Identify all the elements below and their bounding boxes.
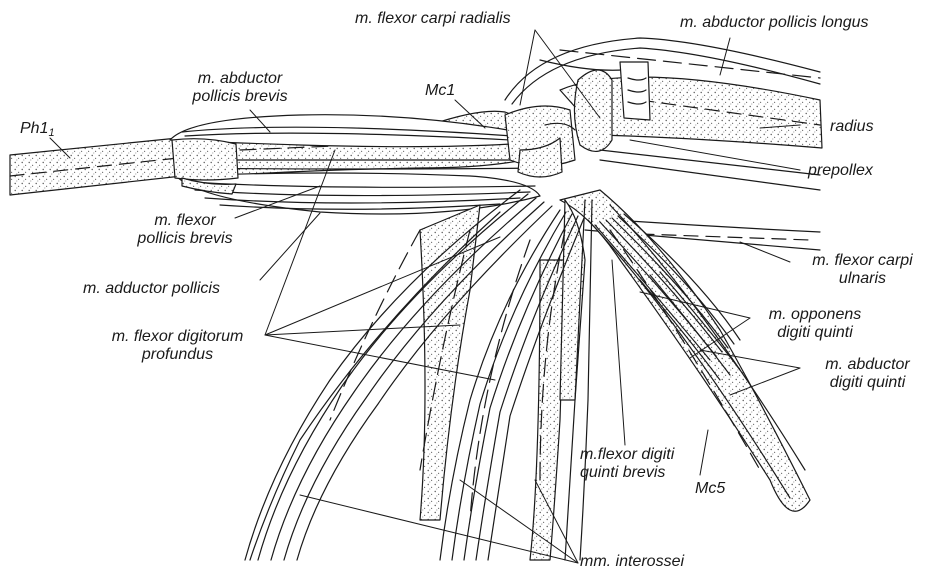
phalanx-ph1	[10, 138, 182, 195]
label-abductor-pollicis-longus: m. abductor pollicis longus	[680, 14, 869, 32]
label-flexor-pollicis-brevis-line1: m. flexor	[100, 212, 270, 230]
label-ph1-sub: 1	[48, 127, 54, 139]
label-opponens-digiti-quinti-line2: digiti quinti	[750, 324, 880, 342]
label-mc1: Mc1	[425, 82, 455, 100]
label-mc5: Mc5	[695, 480, 725, 498]
label-adductor-pollicis: m. adductor pollicis	[83, 280, 220, 298]
label-flexor-carpi-ulnaris-line2: ulnaris	[795, 270, 930, 288]
label-ph1: Ph11	[20, 120, 55, 142]
label-abductor-pollicis-brevis-line1: m. abductor	[150, 70, 330, 88]
label-flexor-pollicis-brevis: m. flexor pollicis brevis	[100, 212, 270, 248]
label-abductor-digiti-quinti-line1: m. abductor	[805, 356, 930, 374]
label-radius: radius	[830, 118, 874, 136]
label-opponens-digiti-quinti-line1: m. opponens	[750, 306, 880, 324]
label-flexor-carpi-ulnaris-line1: m. flexor carpi	[795, 252, 930, 270]
label-flexor-digitorum-profundus-line2: profundus	[85, 346, 270, 364]
label-flexor-digiti-quinti-brevis-line2: quinti brevis	[580, 464, 674, 482]
label-flexor-digiti-quinti-brevis-line1: m.flexor digiti	[580, 446, 674, 464]
label-abductor-pollicis-brevis-line2: pollicis brevis	[150, 88, 330, 106]
label-interossei: mm. interossei	[580, 553, 684, 571]
label-opponens-digiti-quinti: m. opponens digiti quinti	[750, 306, 880, 342]
label-prepollex: prepollex	[808, 162, 873, 180]
label-flexor-digiti-quinti-brevis: m.flexor digiti quinti brevis	[580, 446, 674, 482]
label-abductor-pollicis-brevis: m. abductor pollicis brevis	[150, 70, 330, 106]
label-flexor-carpi-ulnaris: m. flexor carpi ulnaris	[795, 252, 930, 288]
label-flexor-digitorum-profundus-line1: m. flexor digitorum	[85, 328, 270, 346]
label-flexor-carpi-radialis: m. flexor carpi radialis	[355, 10, 511, 28]
label-ph1-main: Ph1	[20, 120, 48, 137]
label-flexor-digitorum-profundus: m. flexor digitorum profundus	[85, 328, 270, 364]
label-abductor-digiti-quinti: m. abductor digiti quinti	[805, 356, 930, 392]
label-abductor-digiti-quinti-line2: digiti quinti	[805, 374, 930, 392]
prepollex-bone	[574, 70, 612, 151]
carpal-bones	[505, 106, 575, 177]
label-flexor-pollicis-brevis-line2: pollicis brevis	[100, 230, 270, 248]
